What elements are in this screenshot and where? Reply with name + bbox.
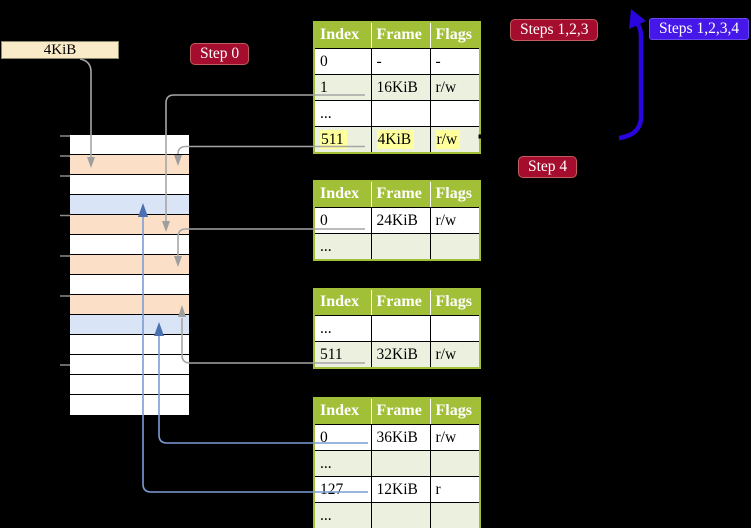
cell-flags xyxy=(429,502,481,528)
cell-flags: r/w xyxy=(429,424,481,451)
col-header-index: Index xyxy=(314,289,371,316)
cell-frame xyxy=(370,233,431,261)
cell-frame xyxy=(370,450,431,477)
cell-frame: 16KiB xyxy=(370,74,431,101)
cell-index: 1 xyxy=(313,74,372,101)
highlight: 511 xyxy=(320,129,347,149)
table-row: ... xyxy=(313,233,481,261)
memory-row-8 xyxy=(69,274,189,295)
cell-flags: r xyxy=(429,476,481,503)
step0-badge: Step 0 xyxy=(190,43,250,65)
big-arrow-line xyxy=(618,22,644,141)
col-header-index: Index xyxy=(314,181,371,208)
memory-row-2 xyxy=(69,154,189,175)
table-row: 511 32KiB r/w xyxy=(313,341,481,369)
table-row: 0 - - xyxy=(313,48,481,75)
memory-row-5 xyxy=(69,214,189,235)
memory-row-6 xyxy=(69,234,189,255)
cell-index: 511 xyxy=(313,126,372,154)
cell-index: 511 xyxy=(313,341,372,369)
cell-flags: r/w xyxy=(429,341,481,369)
cell-flags xyxy=(429,100,481,127)
memory-row-14 xyxy=(69,394,189,415)
col-header-flags: Flags xyxy=(429,22,480,49)
page-table-3: Index Frame Flags ... 511 32KiB r/w xyxy=(313,288,481,369)
page-table-4: Index Frame Flags 0 36KiB r/w ... 127 12… xyxy=(313,397,481,528)
col-header-frame: Frame xyxy=(370,289,430,316)
memory-row-12 xyxy=(69,354,189,375)
cell-index: 127 xyxy=(313,476,372,503)
col-header-frame: Frame xyxy=(370,398,430,425)
table-row: 127 12KiB r xyxy=(313,476,481,503)
cell-flags xyxy=(429,233,481,261)
cell-frame: 24KiB xyxy=(370,207,431,234)
cell-index: 0 xyxy=(313,207,372,234)
memory-row-7 xyxy=(69,254,189,275)
cell-frame xyxy=(370,502,431,528)
table-row: ... xyxy=(313,450,481,477)
cell-frame: 4KiB xyxy=(370,126,431,154)
table-header-row: Index Frame Flags xyxy=(314,289,480,316)
cell-flags: r/w xyxy=(429,126,481,154)
memory-row-10 xyxy=(69,314,189,335)
col-header-flags: Flags xyxy=(429,181,480,208)
col-header-flags: Flags xyxy=(429,289,480,316)
table-header-row: Index Frame Flags xyxy=(314,398,480,425)
table-row: ... xyxy=(313,502,481,528)
col-header-flags: Flags xyxy=(429,398,480,425)
cell-frame: - xyxy=(370,48,431,75)
step4-badge: Step 4 xyxy=(518,156,578,178)
table-row: 1 16KiB r/w xyxy=(313,74,481,101)
steps1234-badge: Steps 1,2,3,4 xyxy=(649,18,750,40)
cell-frame: 32KiB xyxy=(370,341,431,369)
cell-index: 0 xyxy=(313,424,372,451)
memory-row-3 xyxy=(69,174,189,195)
table-header-row: Index Frame Flags xyxy=(314,181,480,208)
cell-frame xyxy=(370,100,431,127)
table-row: ... xyxy=(313,100,481,127)
frame-size-label: 4KiB xyxy=(1,41,119,59)
cell-flags: r/w xyxy=(429,74,481,101)
cell-frame: 12KiB xyxy=(370,476,431,503)
cell-frame: 36KiB xyxy=(370,424,431,451)
table-header-row: Index Frame Flags xyxy=(314,22,480,49)
table-row: 0 24KiB r/w xyxy=(313,207,481,234)
physical-memory-column xyxy=(68,133,190,416)
cell-index: ... xyxy=(313,450,372,477)
col-header-index: Index xyxy=(314,22,371,49)
table-row: 0 36KiB r/w xyxy=(313,424,481,451)
cell-index: ... xyxy=(313,502,372,528)
highlight: 4KiB xyxy=(376,129,415,149)
page-table-2: Index Frame Flags 0 24KiB r/w ... xyxy=(313,180,481,261)
memory-row-1 xyxy=(69,134,189,155)
cell-flags xyxy=(429,315,481,342)
memory-row-11 xyxy=(69,334,189,355)
cell-index: ... xyxy=(313,233,372,261)
col-header-frame: Frame xyxy=(370,22,430,49)
cell-index: ... xyxy=(313,315,372,342)
cell-flags: - xyxy=(429,48,481,75)
cell-index: ... xyxy=(313,100,372,127)
memory-row-9 xyxy=(69,294,189,315)
big-arrow-head-icon xyxy=(629,9,646,29)
table-row-highlighted: 511 4KiB r/w xyxy=(313,126,481,154)
table-row: ... xyxy=(313,315,481,342)
cell-frame xyxy=(370,315,431,342)
highlight: r/w xyxy=(435,129,461,149)
cell-flags: r/w xyxy=(429,207,481,234)
memory-row-13 xyxy=(69,374,189,395)
cell-flags xyxy=(429,450,481,477)
steps123-badge: Steps 1,2,3 xyxy=(510,19,599,41)
page-table-1: Index Frame Flags 0 - - 1 16KiB r/w ... … xyxy=(313,21,481,154)
col-header-index: Index xyxy=(314,398,371,425)
cell-index: 0 xyxy=(313,48,372,75)
col-header-frame: Frame xyxy=(370,181,430,208)
memory-row-4 xyxy=(69,194,189,215)
